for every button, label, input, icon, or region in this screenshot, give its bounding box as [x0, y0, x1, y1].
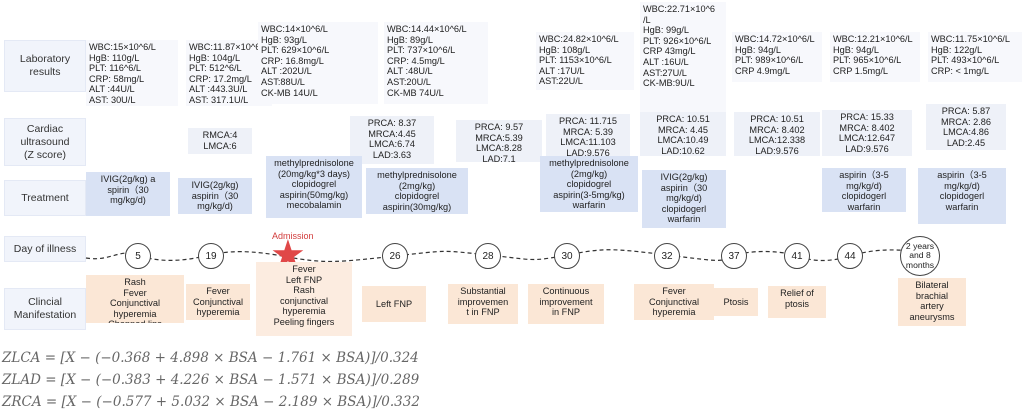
day-circle-30: 30 — [554, 243, 580, 269]
clinical-box-admission: Fever Left FNP Rash conjunctival hyperem… — [256, 262, 352, 336]
formula-zlca: ZLCA = [X − (−0.368 + 4.898 × BSA − 1.76… — [2, 350, 419, 366]
lab-box-day44: WBC:12.21×10^6/L HgB: 94g/L PLT: 965×10^… — [830, 32, 920, 82]
lab-box-admission: WBC:14×10^6/L HgB: 93g/L PLT: 629×10^6/L… — [258, 22, 378, 104]
clinical-box-2years: Bilateral brachial artery aneurysms — [898, 278, 966, 326]
formula-zrca: ZRCA = [X − (−0.577 + 5.032 × BSA − 2.18… — [2, 394, 420, 410]
day-circle-44: 44 — [837, 243, 863, 269]
row-label-laboratory: Laboratory results — [4, 40, 86, 92]
clinical-box-day19: Fever Conjunctival hyperemia — [186, 284, 250, 320]
row-label-text: Treatment — [21, 191, 69, 204]
day-circle-28: 28 — [475, 243, 501, 269]
row-label-text: Clincial Manifestation — [13, 296, 77, 321]
row-label-treatment: Treatment — [4, 180, 86, 216]
lab-box-day19: WBC:11.87×10^6/L HgB: 104g/L PLT: 512^6/… — [186, 40, 272, 106]
row-label-text: Cardiac ultrasound (Z score) — [20, 122, 70, 161]
day-circle-5: 5 — [125, 243, 151, 269]
row-label-text: Day of illness — [13, 242, 77, 255]
row-label-clinical: Clincial Manifestation — [4, 288, 86, 330]
row-label-cardiac: Cardiac ultrasound (Z score) — [4, 118, 86, 166]
formula-zlad: ZLAD = [X − (−0.383 + 4.226 × BSA − 1.57… — [2, 372, 420, 388]
treatment-box-day30: methylprednisolone (2mg/kg) clopidogrel … — [540, 156, 638, 212]
cardiac-box-day44: PRCA: 15.33 MRCA: 8.402 LMCA:12.647 LAD:… — [822, 110, 912, 156]
lab-box-day32: WBC:22.71×10^6 /L HgB: 99g/L PLT: 926×10… — [640, 2, 726, 114]
day-circle-41: 41 — [784, 243, 810, 269]
day-circle-26: 26 — [382, 243, 408, 269]
clinical-box-day37: Ptosis — [714, 288, 758, 316]
treatment-box-day5: IVIG(2g/kg) a spirin（30 mg/kg/d) — [86, 172, 170, 216]
clinical-box-day41: Relief of ptosis — [768, 286, 826, 318]
cardiac-box-day19: RMCA:4 LMCA:6 — [188, 128, 252, 154]
row-label-day: Day of illness — [4, 236, 86, 262]
cardiac-box-day26: PRCA: 8.37 MRCA:4.45 LMCA:6.74 LAD:3.63 — [350, 116, 434, 164]
treatment-box-day19: IVIG(2g/kg) aspirin（30 mg/kg/d) — [178, 178, 252, 214]
cardiac-box-day30: PRCA: 11.715 MRCA: 5.39 LMCA:11.103 LAD:… — [546, 114, 630, 158]
cardiac-box-day32: PRCA: 10.51 MRCA: 4.45 LMCA:10.49 LAD:10… — [640, 112, 726, 156]
lab-box-day37: WBC:14.72×10^6/L HgB: 94g/L PLT: 989×10^… — [732, 32, 822, 82]
row-label-text: Laboratory results — [19, 53, 71, 78]
treatment-box-2years: aspirin（3-5 mg/kg/d) clopidogerl warfari… — [918, 168, 1006, 224]
treatment-box-admission: methylprednisolone (20mg/kg*3 days) clop… — [266, 156, 362, 218]
clinical-box-day28: Substantial improvemen t in FNP — [448, 284, 518, 324]
admission-label: Admission — [272, 231, 314, 241]
lab-box-day5: WBC:15×10^6/L HgB: 110g/L PLT: 116^6/L C… — [86, 40, 178, 106]
clinical-box-day32: Fever Conjunctival hyperemia — [634, 284, 714, 320]
cardiac-box-day37: PRCA: 10.51 MRCA: 8.402 LMCA:12.338 LAD:… — [734, 112, 820, 156]
cardiac-box-2years: PRCA: 5.87 MRCA: 2.86 LMCA:4.86 LAD:2.45 — [926, 104, 1006, 150]
lab-box-day30: WBC:24.82×10^6/L HgB: 108g/L PLT: 1153×1… — [536, 32, 634, 90]
day-circle-2years: 2 years and 8 months — [900, 236, 940, 276]
treatment-box-day32: IVIG(2g/kg) aspirin（30 mg/kg/d) clopidog… — [642, 170, 726, 228]
lab-box-day26: WBC:14.44×10^6/L HgB: 89g/L PLT: 737×10^… — [384, 22, 488, 104]
day-circle-37: 37 — [721, 243, 747, 269]
clinical-box-day5: Rash Fever Conjunctival hyperemia Chappe… — [86, 275, 184, 323]
clinical-box-day26: Left FNP — [362, 286, 426, 322]
lab-box-2years: WBC:11.75×10^6/L HgB: 122g/L PLT: 493×10… — [928, 32, 1022, 82]
day-circle-32: 32 — [654, 243, 680, 269]
treatment-box-day44: aspirin（3-5 mg/kg/d) clopidogerl warfari… — [822, 168, 906, 212]
day-circle-19: 19 — [198, 243, 224, 269]
treatment-box-day26: methylprednisolone (2mg/kg) clopidogrel … — [366, 168, 468, 214]
clinical-box-day30: Continuous improvement in FNP — [528, 284, 604, 324]
cardiac-box-day28: PRCA: 9.57 MRCA:5.39 LMCA:8.28 LAD:7.1 — [456, 120, 542, 162]
